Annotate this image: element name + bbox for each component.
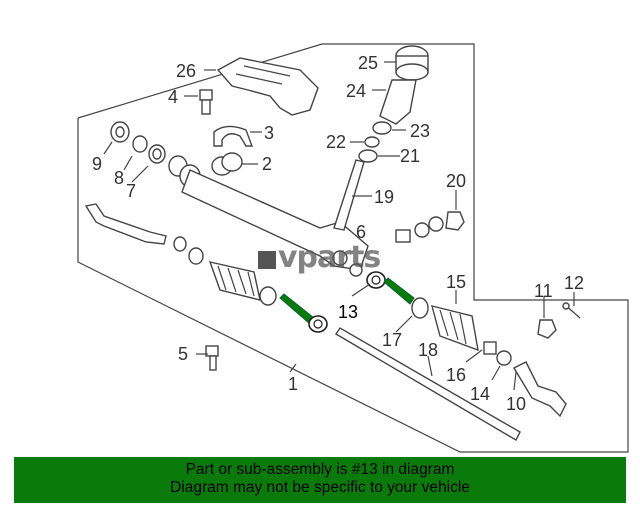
callout-2: 2	[262, 154, 272, 174]
part-9-nut	[110, 121, 130, 143]
part-12-cotter-pin	[562, 302, 581, 319]
part-3-bracket	[213, 125, 254, 147]
callout-16: 16	[446, 365, 466, 385]
callout-12: 12	[564, 273, 584, 293]
part-15-boot	[431, 305, 479, 352]
callout-21: 21	[400, 146, 420, 166]
banner-line-2: Diagram may not be specific to your vehi…	[170, 479, 470, 496]
part-21-bearing	[358, 149, 378, 163]
part-24-boot	[379, 79, 417, 125]
part-10-outer-tie-rod-end	[513, 361, 567, 418]
part-11-nut	[537, 319, 557, 339]
callout-6: 6	[356, 222, 366, 242]
callout-4: 4	[168, 87, 178, 107]
callout-8: 8	[114, 168, 124, 188]
callout-labels: 1 2 3 4 5 6 7 8 9 10 11 12 13 14 15 16 1…	[92, 53, 584, 414]
callout-5: 5	[178, 344, 188, 364]
callout-19: 19	[374, 187, 394, 207]
part-8-washer	[132, 135, 148, 153]
part-20-adjuster	[395, 211, 465, 243]
part-22-seal	[364, 136, 380, 148]
part-14-nut	[496, 350, 512, 366]
part-7-seal	[148, 144, 166, 164]
part-2-bushing	[211, 152, 243, 176]
part-26-cover	[216, 57, 319, 116]
callout-11: 11	[534, 281, 553, 301]
part-23-ring	[372, 121, 392, 135]
vparts-watermark: vparts	[258, 240, 381, 275]
part-17-band	[411, 297, 429, 319]
part-6-fitting	[332, 250, 363, 277]
left-tie-rod-end	[84, 203, 167, 245]
callout-17: 17	[382, 330, 402, 350]
left-bellows-boot	[208, 261, 261, 301]
callout-13: 13	[338, 302, 358, 322]
part-16-clamp	[483, 341, 497, 355]
part-19-pinion-shaft	[333, 159, 365, 231]
callout-15: 15	[446, 272, 466, 292]
callout-18: 18	[418, 340, 438, 360]
part-13-inner-tie-rod-right	[366, 271, 415, 305]
part-18-rack	[335, 327, 521, 441]
assembly-outline	[77, 43, 629, 453]
callout-24: 24	[346, 81, 366, 101]
banner-line-1: Part or sub-assembly is #13 in diagram	[185, 461, 455, 478]
callout-26: 26	[176, 61, 196, 81]
callout-1: 1	[288, 374, 298, 394]
callout-3: 3	[264, 123, 274, 143]
callout-25: 25	[358, 53, 378, 73]
vparts-logo-icon	[258, 251, 276, 269]
callout-23: 23	[410, 121, 430, 141]
left-boot-band	[259, 286, 277, 306]
part-25-cap	[395, 45, 429, 81]
leader-lines	[103, 61, 575, 391]
callout-20: 20	[446, 171, 466, 191]
callout-14: 14	[470, 384, 490, 404]
callout-9: 9	[92, 154, 102, 174]
callout-22: 22	[326, 132, 346, 152]
part-4-bolt	[199, 89, 213, 115]
info-banner: Part or sub-assembly is #13 in diagram D…	[14, 457, 626, 503]
part-5-bolt	[205, 345, 219, 371]
part-13-inner-tie-rod-left	[279, 293, 328, 333]
callout-7: 7	[126, 181, 136, 201]
left-boot-clamps	[173, 236, 204, 265]
watermark-text: vparts	[278, 240, 381, 275]
callout-10: 10	[506, 394, 526, 414]
